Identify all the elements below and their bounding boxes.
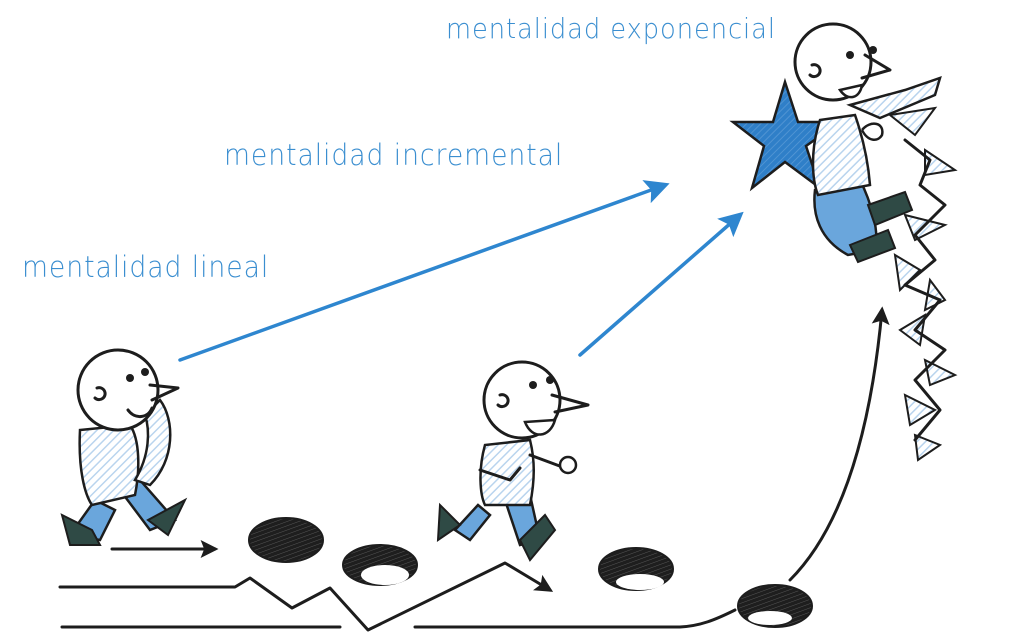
exponential-figure: [729, 22, 958, 462]
label-exponential-mindset: mentalidad exponencial: [446, 12, 776, 45]
linear-figure: [60, 348, 188, 546]
incremental-figure: [436, 360, 590, 562]
label-incremental-mindset: mentalidad incremental: [224, 138, 564, 172]
label-linear-mindset: mentalidad lineal: [22, 250, 270, 284]
holes: [248, 517, 813, 628]
shards: [887, 106, 958, 462]
linear-arrow: [178, 180, 670, 362]
ground-paths: [58, 306, 890, 632]
incremental-arrow: [578, 211, 744, 357]
